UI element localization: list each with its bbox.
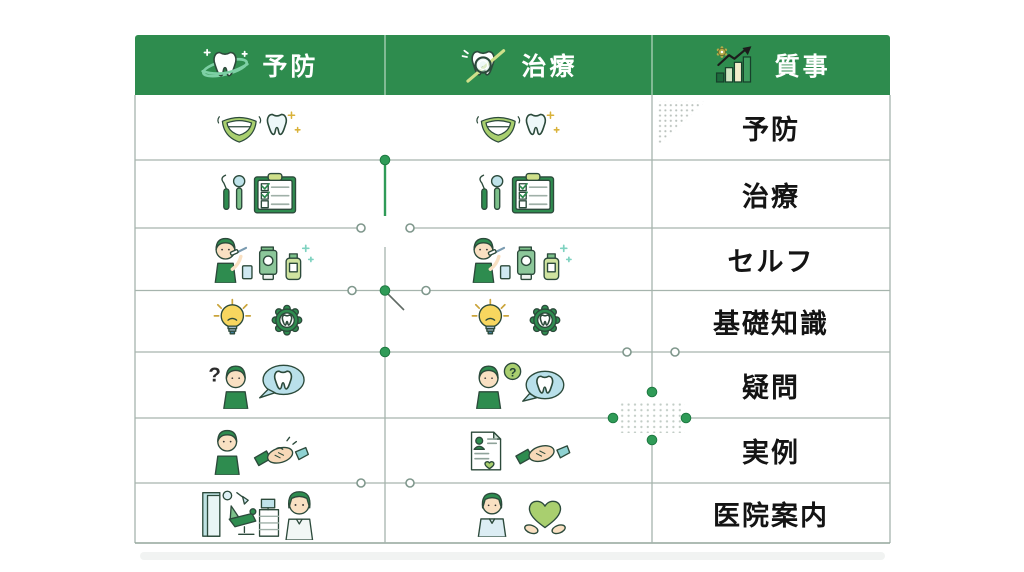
header-label: 予防 [262, 53, 319, 81]
table-row-examples: 実例 [135, 418, 890, 483]
table-row-clinic-info: 医院案内 [135, 483, 890, 543]
person-handshake-icon [205, 427, 316, 475]
row-label: セルフ [727, 246, 815, 277]
row-label: 予防 [742, 115, 800, 145]
clinic-room-staff-icon [199, 487, 322, 540]
lightbulb-gear-tooth-icon [205, 297, 316, 345]
smile-and-sparkling-tooth-icon [210, 106, 310, 149]
table-row-treatment: 治療 [135, 160, 890, 228]
header-label: 治療 [521, 53, 578, 81]
document-handshake-icon [463, 427, 574, 475]
table-row-questions: 疑問 [135, 352, 890, 418]
dental-tools-checklist-icon [205, 170, 316, 218]
table-row-self-care: セルフ [135, 228, 890, 290]
orbit-tooth-icon [200, 45, 250, 85]
table-row-basics: 基礎知識 [135, 290, 890, 352]
row-label: 基礎知識 [713, 308, 829, 339]
header-label: 質事 [774, 53, 831, 81]
row-label: 実例 [742, 438, 800, 468]
row-label: 治療 [742, 181, 800, 212]
header-row: 予防 治療 質事 [135, 35, 890, 95]
dental-tools-checklist-icon [463, 170, 574, 218]
header-cell-treatment: 治療 [383, 35, 652, 95]
lightbulb-gear-tooth-icon [463, 297, 574, 345]
staff-heart-hands-icon [463, 489, 574, 537]
header-cell-quality: 質事 [651, 35, 890, 95]
person-question-tooth-bubble-icon [205, 361, 316, 409]
row-label: 医院案内 [713, 500, 829, 531]
frame-shadow [140, 552, 885, 560]
table-row-prevention: 予防 [135, 95, 890, 160]
header-cell-prevention: 予防 [135, 35, 384, 95]
row-label: 疑問 [742, 372, 800, 403]
brushing-products-icon [205, 235, 316, 283]
growth-chart-gear-icon [713, 45, 763, 85]
brushing-products-icon [463, 235, 574, 283]
person-question-bubble-tooth-icon [463, 361, 574, 409]
smile-and-sparkling-tooth-icon [469, 106, 569, 149]
tooth-magnifier-icon [459, 45, 509, 85]
